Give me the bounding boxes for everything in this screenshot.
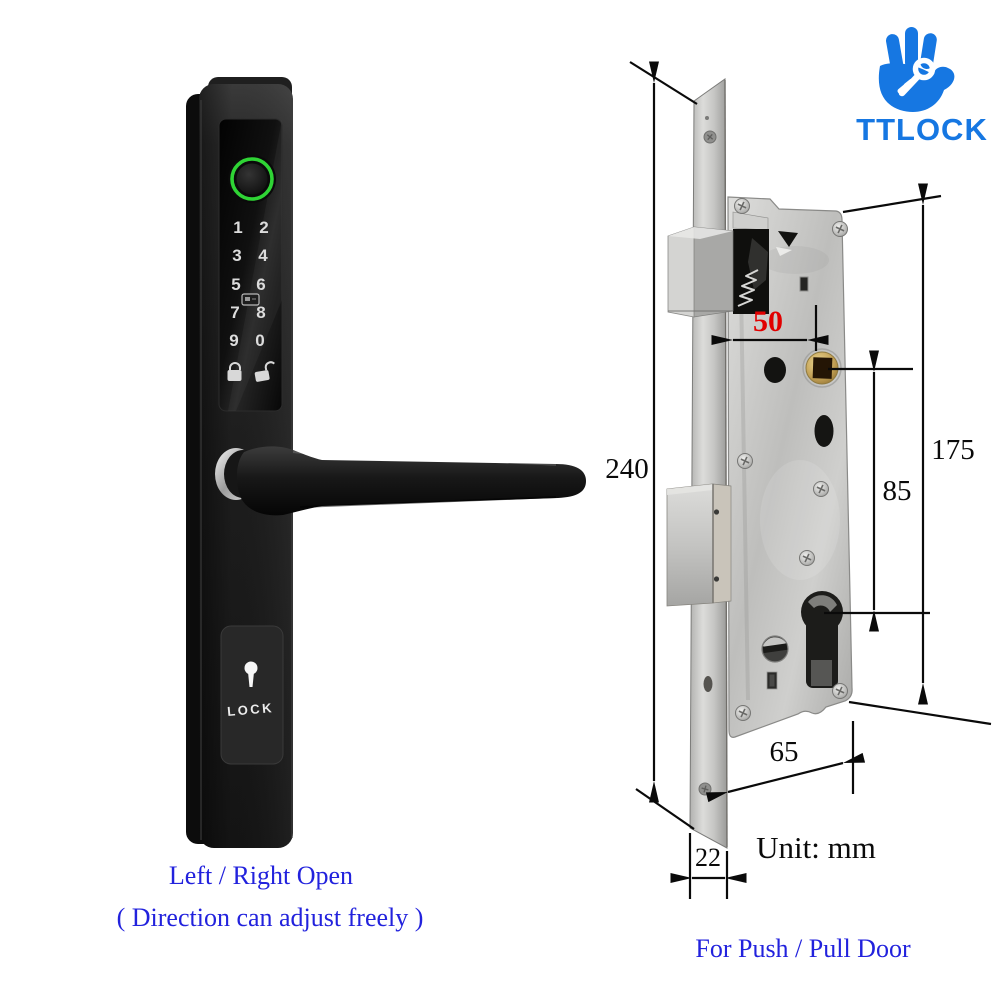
faceplate-slot xyxy=(703,676,713,692)
unit-label: Unit: mm xyxy=(756,830,876,865)
oval-hole-lower xyxy=(814,415,834,447)
dim-85-label: 85 xyxy=(883,475,912,507)
dim-240-label: 240 xyxy=(605,453,649,485)
hand-with-key-icon xyxy=(878,27,955,112)
rect-hole xyxy=(799,276,809,292)
faceplate-screw xyxy=(698,782,712,796)
case-screw xyxy=(831,682,849,700)
case-screw xyxy=(736,452,754,470)
faceplate-screw xyxy=(703,130,717,144)
euro-cylinder-hole xyxy=(801,591,843,688)
key-9: 9 xyxy=(229,331,238,350)
case-screw xyxy=(734,704,752,722)
key-1: 1 xyxy=(233,218,242,237)
deadbolt xyxy=(666,483,732,607)
rfid-card-icon xyxy=(241,293,260,306)
fingerprint-sensor-icon xyxy=(228,155,276,203)
mortise-lock-diagram: 240 50 85 175 65 22 xyxy=(605,61,992,899)
locked-padlock-icon xyxy=(227,362,242,381)
latch-spring xyxy=(737,269,759,307)
key-8: 8 xyxy=(256,303,265,322)
key-3: 3 xyxy=(232,246,241,265)
case-screw xyxy=(831,220,849,238)
caption-direction-adjust: ( Direction can adjust freely ) xyxy=(117,903,424,932)
key-icon xyxy=(897,57,936,97)
smart-lock-photo: 1 2 3 4 5 6 7 8 9 0 xyxy=(186,77,587,848)
key-4: 4 xyxy=(258,246,268,265)
dimension-faceplate-width: 22 xyxy=(670,833,747,899)
unlocked-padlock-icon xyxy=(254,361,275,382)
triangle-hole xyxy=(778,231,798,247)
dimension-overall-height: 240 xyxy=(605,61,698,830)
case-screw xyxy=(733,197,751,215)
cylinder-cover: LOCK xyxy=(220,625,284,765)
small-slot xyxy=(766,671,778,690)
lock-cover-label: LOCK xyxy=(227,700,275,719)
dimension-case-depth: 65 xyxy=(705,721,866,803)
caption-open-direction: Left / Right Open xyxy=(169,861,353,890)
case-screw xyxy=(812,480,830,498)
lock-case xyxy=(727,196,853,738)
dimension-backset: 50 xyxy=(711,305,829,351)
dim-50-label: 50 xyxy=(753,305,783,338)
dimension-case-height: 175 xyxy=(842,183,992,726)
key-5: 5 xyxy=(231,275,240,294)
dimension-spindle-to-cylinder: 85 xyxy=(824,350,930,632)
dim-175-label: 175 xyxy=(931,434,975,466)
keyhole-icon xyxy=(244,661,258,687)
oval-hole-upper xyxy=(764,357,786,383)
case-screw xyxy=(798,549,816,567)
faceplate xyxy=(689,78,728,849)
key-0: 0 xyxy=(255,331,264,350)
keypad: 1 2 3 4 5 6 7 8 9 0 xyxy=(227,218,275,382)
brand-logo: TTLOCK xyxy=(856,27,988,147)
key-2: 2 xyxy=(259,218,268,237)
dim-22-label: 22 xyxy=(695,843,721,872)
key-7: 7 xyxy=(230,303,239,322)
door-handle xyxy=(215,446,587,516)
captions: Left / Right Open ( Direction can adjust… xyxy=(117,861,911,963)
brand-name: TTLOCK xyxy=(856,112,988,147)
latch-bolt xyxy=(667,226,734,318)
dim-65-label: 65 xyxy=(770,736,799,768)
cam-hole xyxy=(761,635,789,663)
key-6: 6 xyxy=(256,275,265,294)
caption-door-type: For Push / Pull Door xyxy=(695,934,911,963)
